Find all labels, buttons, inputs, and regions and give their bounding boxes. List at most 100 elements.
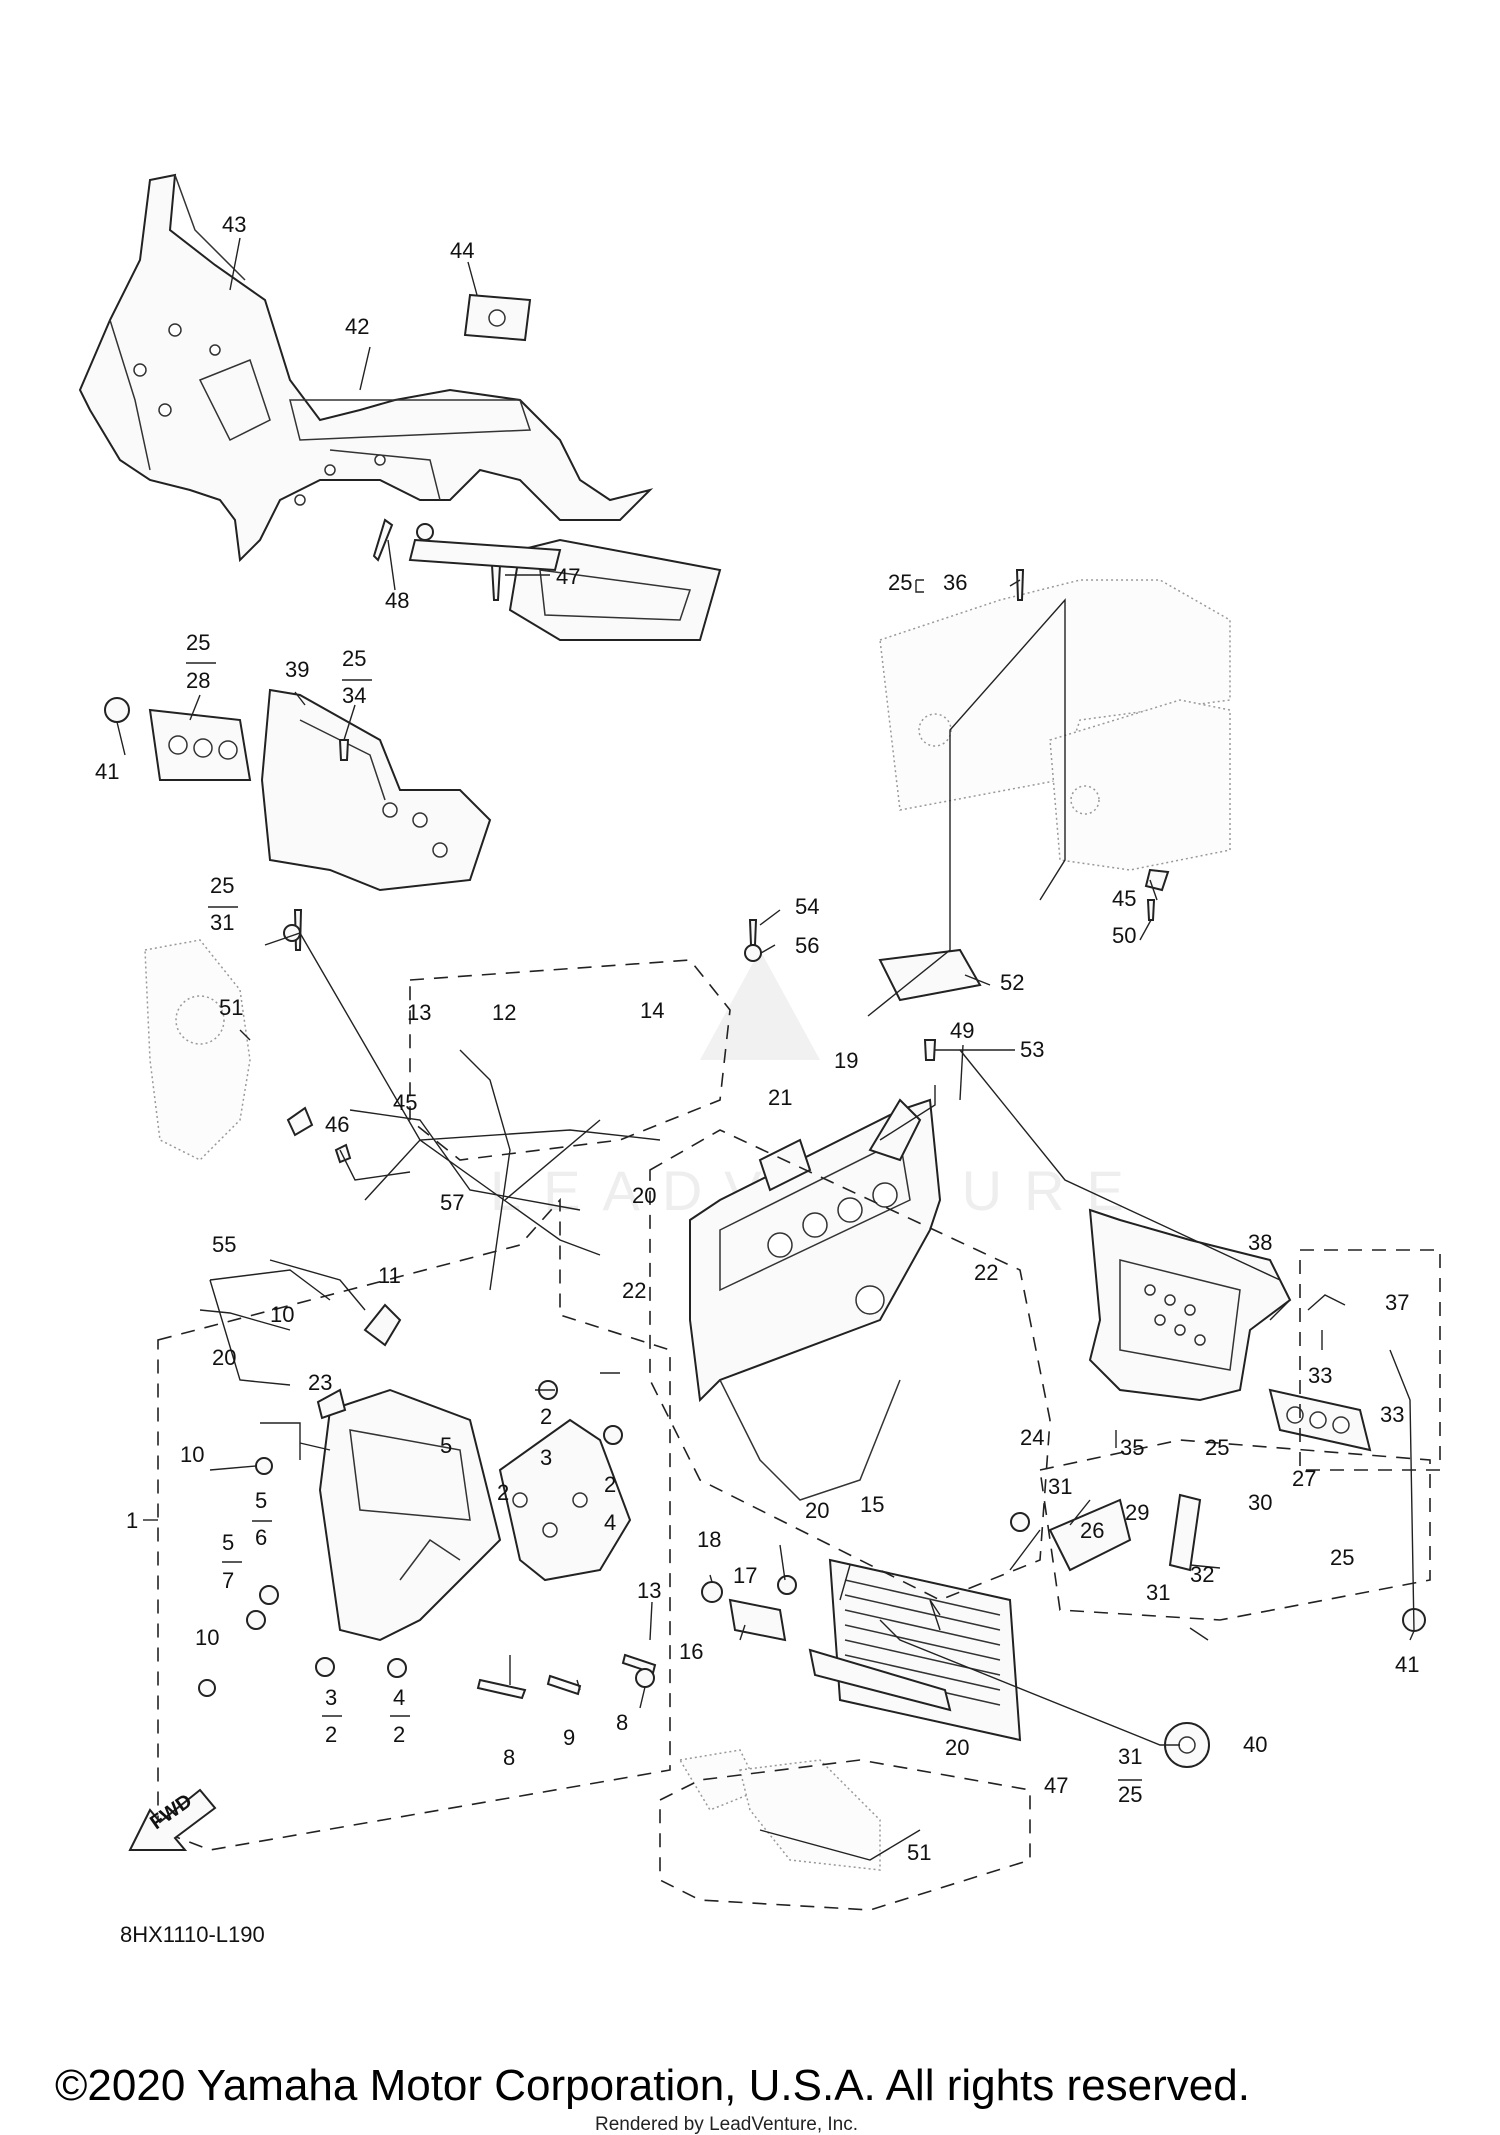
callout-31: 31 <box>210 910 234 935</box>
front-frame-assembly <box>78 173 654 601</box>
callout-33: 33 <box>1308 1363 1332 1388</box>
callout-12: 12 <box>492 1000 516 1025</box>
callout-2: 2 <box>604 1472 616 1497</box>
callout-48: 48 <box>385 588 409 613</box>
callout-47: 47 <box>1044 1773 1068 1798</box>
drawing-code: 8HX1110-L190 <box>120 1922 265 1947</box>
callout-22: 22 <box>974 1260 998 1285</box>
callout-6: 6 <box>255 1525 267 1550</box>
callout-55: 55 <box>212 1232 236 1257</box>
callout-54: 54 <box>795 894 819 919</box>
left-skid-plate-assembly <box>104 688 492 951</box>
copyright-notice: ©2020 Yamaha Motor Corporation, U.S.A. A… <box>55 2061 1250 2110</box>
callout-57: 57 <box>440 1190 464 1215</box>
callout-37: 37 <box>1385 1290 1409 1315</box>
engine-mount-reference <box>144 939 881 1871</box>
callout-2: 2 <box>540 1404 552 1429</box>
callout-49: 49 <box>950 1018 974 1043</box>
callout-2: 2 <box>497 1480 509 1505</box>
callout-25: 25 <box>186 630 210 655</box>
leader-lines <box>116 237 1415 1861</box>
callout-3: 3 <box>540 1445 552 1470</box>
callout-24: 24 <box>1020 1425 1044 1450</box>
callout-21: 21 <box>768 1085 792 1110</box>
callout-35: 35 <box>1120 1435 1144 1460</box>
callout-28: 28 <box>186 668 210 693</box>
callout-51: 51 <box>219 995 243 1020</box>
left-frame-assembly-1 <box>198 924 657 1700</box>
callout-46: 46 <box>325 1112 349 1137</box>
callout-10: 10 <box>195 1625 219 1650</box>
callout-2: 2 <box>325 1722 337 1747</box>
callout-3: 3 <box>325 1685 337 1710</box>
main-frame-assembly <box>689 1098 942 1501</box>
callout-17: 17 <box>733 1563 757 1588</box>
callout-4: 4 <box>393 1685 405 1710</box>
callout-numbers: 43 44 42 48 47 25 36 25 28 39 25 34 41 2… <box>95 212 1419 1865</box>
callout-5: 5 <box>440 1433 452 1458</box>
center-upper-brackets <box>408 523 982 1061</box>
callout-23: 23 <box>308 1370 332 1395</box>
rendered-by-notice: Rendered by LeadVenture, Inc. <box>595 2114 858 2135</box>
callout-44: 44 <box>450 238 474 263</box>
callout-20: 20 <box>945 1735 969 1760</box>
callout-56: 56 <box>795 933 819 958</box>
callout-13: 13 <box>637 1578 661 1603</box>
callout-9: 9 <box>563 1725 575 1750</box>
callout-11: 11 <box>378 1263 401 1288</box>
callout-25: 25 <box>1118 1782 1142 1807</box>
callout-15: 15 <box>860 1492 884 1517</box>
callout-50: 50 <box>1112 923 1136 948</box>
chassis-reference-outline <box>879 569 1231 921</box>
callout-25: 25 <box>210 873 234 898</box>
callout-25: 25 <box>1330 1545 1354 1570</box>
callout-13: 13 <box>407 1000 431 1025</box>
callout-10: 10 <box>270 1302 294 1327</box>
callout-36: 36 <box>943 570 967 595</box>
callout-45: 45 <box>393 1090 417 1115</box>
callout-38: 38 <box>1248 1230 1272 1255</box>
callout-33: 33 <box>1380 1402 1404 1427</box>
callout-31: 31 <box>1048 1474 1072 1499</box>
callout-25: 25 <box>888 570 912 595</box>
callout-2: 2 <box>393 1722 405 1747</box>
callout-43: 43 <box>222 212 246 237</box>
callout-4: 4 <box>604 1510 616 1535</box>
callout-18: 18 <box>697 1527 721 1552</box>
callout-25: 25 <box>342 646 366 671</box>
callout-31: 31 <box>1118 1744 1142 1769</box>
callout-14: 14 <box>640 998 664 1023</box>
fwd-arrow: FWD <box>128 1788 217 1851</box>
callout-8: 8 <box>616 1710 628 1735</box>
callout-32: 32 <box>1190 1562 1214 1587</box>
callout-5: 5 <box>222 1530 234 1555</box>
callout-52: 52 <box>1000 970 1024 995</box>
callout-31: 31 <box>1146 1580 1170 1605</box>
callout-34: 34 <box>342 683 366 708</box>
callout-25: 25 <box>1205 1435 1229 1460</box>
callout-20: 20 <box>805 1498 829 1523</box>
right-skid-plate-assembly <box>1010 1208 1426 1768</box>
callout-53: 53 <box>1020 1037 1044 1062</box>
callout-47: 47 <box>556 564 580 589</box>
callout-20: 20 <box>632 1183 656 1208</box>
callout-20: 20 <box>212 1345 236 1370</box>
callout-8: 8 <box>503 1745 515 1770</box>
callout-42: 42 <box>345 314 369 339</box>
callout-10: 10 <box>180 1442 204 1467</box>
callout-16: 16 <box>679 1639 703 1664</box>
callout-41: 41 <box>1395 1652 1419 1677</box>
callout-27: 27 <box>1292 1466 1316 1491</box>
callout-51: 51 <box>907 1840 931 1865</box>
group-brackets <box>143 579 1323 1781</box>
callout-45: 45 <box>1112 886 1136 911</box>
callout-19: 19 <box>834 1048 858 1073</box>
callout-40: 40 <box>1243 1732 1267 1757</box>
callout-41: 41 <box>95 759 119 784</box>
callout-1: 1 <box>126 1508 138 1533</box>
callout-29: 29 <box>1125 1500 1149 1525</box>
callout-5: 5 <box>255 1488 267 1513</box>
callout-26: 26 <box>1080 1518 1104 1543</box>
callout-39: 39 <box>285 657 309 682</box>
